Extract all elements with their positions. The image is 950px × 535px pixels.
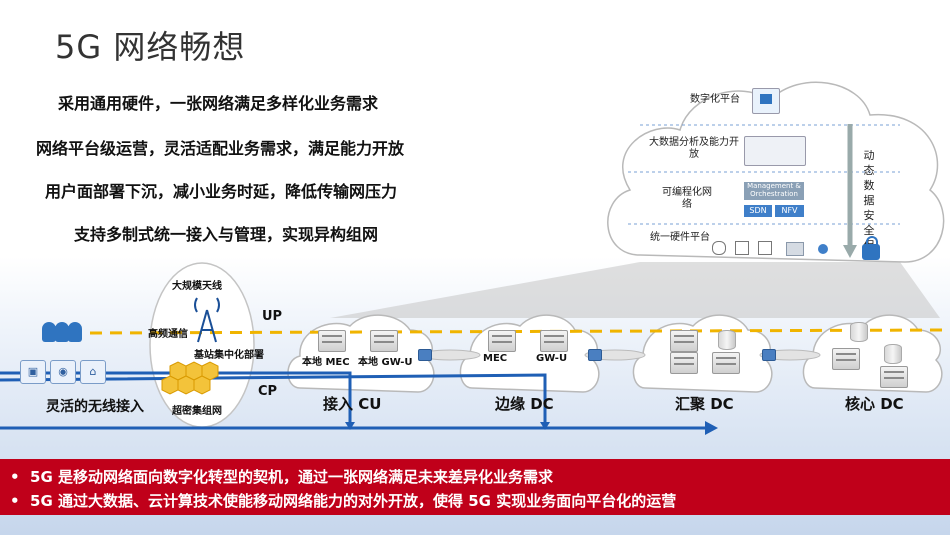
nfv-box: NFV xyxy=(775,205,804,217)
link-node-icon xyxy=(762,349,776,361)
management-orchestration-box: Management & Orchestration xyxy=(744,182,804,200)
digital-platform-icon xyxy=(752,88,780,114)
cp-line-1 xyxy=(0,371,352,423)
server-icon xyxy=(712,352,740,374)
core-dc-label: 核心 DC xyxy=(845,395,904,413)
storage-icon xyxy=(850,322,868,342)
lock-icon xyxy=(862,244,880,260)
footer-banner: • 5G 是移动网络面向数字化转型的契机，通过一张网络满足未来差异化业务需求 •… xyxy=(0,459,950,515)
bullet-4: 支持多制式统一接入与管理，实现异构组网 xyxy=(74,225,379,244)
access-cu-label: 接入 CU xyxy=(323,395,382,413)
big-data-icon xyxy=(744,136,806,166)
server-icon xyxy=(670,352,698,374)
label-massive-mimo: 大规模天线 xyxy=(172,281,222,292)
perspective-cone xyxy=(330,262,940,318)
server-icon xyxy=(786,242,804,256)
edge-dc-label: 边缘 DC xyxy=(495,395,554,413)
user-icon xyxy=(42,322,56,342)
user-icon xyxy=(68,322,82,342)
storage-icon xyxy=(884,344,902,364)
server-icon xyxy=(488,330,516,352)
cloud-edge-dc xyxy=(459,314,600,393)
bullet-1: 采用通用硬件，一张网络满足多样化业务需求 xyxy=(58,94,379,113)
layer-digital-platform: 数字化平台 xyxy=(690,94,740,105)
layer-big-data: 大数据分析及能力开放 xyxy=(649,137,739,160)
label-centralized-bs: 基站集中化部署 xyxy=(194,350,264,361)
mec-label: MEC xyxy=(483,353,508,364)
layer-unified-hardware: 统一硬件平台 xyxy=(650,232,710,243)
wireless-access-label: 灵活的无线接入 xyxy=(46,399,144,415)
user-icon xyxy=(55,322,69,342)
aggregation-dc-label: 汇聚 DC xyxy=(675,395,734,413)
storage-icon xyxy=(818,244,828,254)
arrow-head xyxy=(705,421,718,435)
footer-text-2: 5G 通过大数据、云计算技术使能移动网络能力的对外开放，使得 5G 实现业务面向… xyxy=(30,492,677,510)
up-label: UP xyxy=(262,309,283,324)
local-mec-label: 本地 MEC xyxy=(302,357,350,368)
cp-label: CP xyxy=(258,384,278,399)
storage-icon xyxy=(718,330,736,350)
bullet-2: 网络平台级运营，灵活适配业务需求，满足能力开放 xyxy=(36,139,405,158)
up-plane-line xyxy=(89,328,946,335)
layer-programmable-network: 可编程化网络 xyxy=(662,187,712,210)
link-node-icon xyxy=(588,349,602,361)
bullet-3: 用户面部署下沉，减小业务时延，降低传输网压力 xyxy=(45,182,398,201)
lock-shackle-icon xyxy=(866,236,878,248)
server-icon xyxy=(540,330,568,352)
device-icon: ◉ xyxy=(50,360,76,384)
cloud-aggregation-dc xyxy=(632,314,773,393)
hex-cluster-icon xyxy=(161,361,219,395)
antenna-tower-icon xyxy=(194,297,220,343)
gwu-label: GW-U xyxy=(536,353,568,364)
server-icon xyxy=(880,366,908,388)
cloud-core-dc xyxy=(802,314,943,393)
server-icon xyxy=(318,330,346,352)
label-high-freq: 高频通信 xyxy=(148,329,188,340)
hardware-icons xyxy=(712,240,776,256)
link-node-icon xyxy=(418,349,432,361)
label-ultra-dense: 超密集组网 xyxy=(172,406,222,417)
footer-text-1: 5G 是移动网络面向数字化转型的契机，通过一张网络满足未来差异化业务需求 xyxy=(30,468,554,486)
local-gwu-label: 本地 GW-U xyxy=(358,357,413,368)
server-icon xyxy=(370,330,398,352)
sdn-box: SDN xyxy=(744,205,772,217)
page-title: 5G 网络畅想 xyxy=(55,28,246,66)
server-icon xyxy=(832,348,860,370)
server-icon xyxy=(670,330,698,352)
footer-line-1: • 5G 是移动网络面向数字化转型的契机，通过一张网络满足未来差异化业务需求 xyxy=(10,468,554,486)
device-icon: ⌂ xyxy=(80,360,106,384)
device-icon: ▣ xyxy=(20,360,46,384)
footer-line-2: • 5G 通过大数据、云计算技术使能移动网络能力的对外开放，使得 5G 实现业务… xyxy=(10,492,677,510)
